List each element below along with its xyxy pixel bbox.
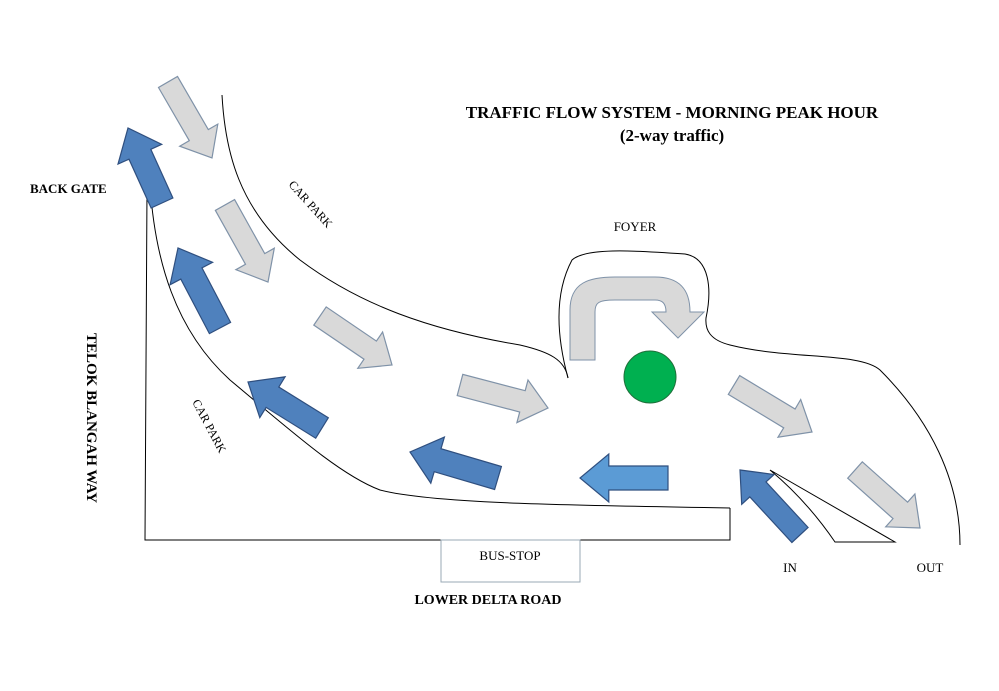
outbound-arrow-3 (247, 376, 330, 440)
inbound-arrow-2 (214, 198, 276, 283)
bus-stop-label: BUS-STOP (479, 548, 540, 563)
bus-stop-box (440, 539, 581, 583)
outbound-arrow-in (739, 469, 809, 544)
lower-road-edge (149, 184, 731, 509)
foyer-u-turn-arrow (569, 276, 706, 361)
inbound-arrow-5 (727, 374, 813, 438)
lower-delta-road-label: LOWER DELTA ROAD (414, 593, 561, 608)
out-label: OUT (917, 560, 944, 575)
inbound-arrow-3 (312, 306, 393, 370)
roundabout-center (623, 350, 677, 404)
inbound-arrow-6 (846, 460, 921, 529)
back-gate-label: BACK GATE (30, 181, 107, 196)
telok-blangah-way-label: TELOK BLANGAH WAY (83, 333, 99, 503)
diagram-subtitle: (2-way traffic) (620, 126, 724, 145)
foyer-label: FOYER (614, 219, 657, 234)
in-out-island (769, 469, 897, 543)
inbound-arrow-1 (157, 75, 219, 159)
foyer-outline (558, 250, 961, 546)
outbound-arrow-5 (579, 452, 669, 504)
outbound-arrow-1 (117, 127, 174, 209)
road-outlines (144, 94, 961, 546)
outbound-arrow-2 (169, 247, 232, 335)
inbound-arrow-4 (456, 373, 549, 424)
car-park-lower-label: CAR PARK (189, 397, 229, 456)
upper-road-edge (221, 94, 569, 379)
in-label: IN (783, 560, 797, 575)
diagram-title: TRAFFIC FLOW SYSTEM - MORNING PEAK HOUR (466, 103, 879, 122)
car-park-upper-label: CAR PARK (286, 178, 336, 231)
outbound-arrow-4 (409, 436, 503, 491)
left-road-edge (144, 189, 731, 541)
traffic-arrows (117, 75, 921, 544)
